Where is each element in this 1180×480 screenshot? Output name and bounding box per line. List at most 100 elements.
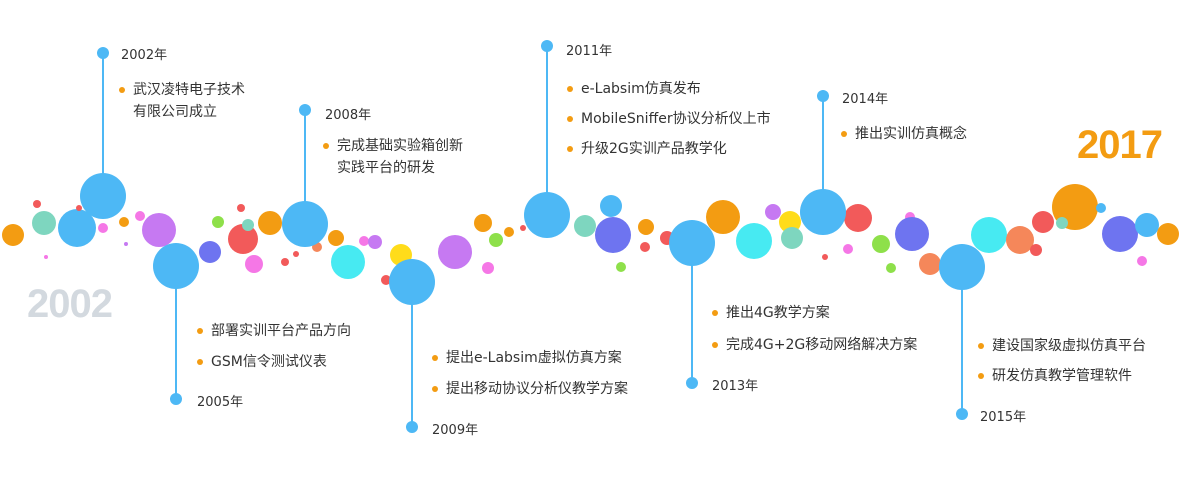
stem-layer: [80, 40, 985, 433]
decor-bubble: [616, 262, 626, 272]
decor-bubble: [781, 227, 803, 249]
item-line: MobileSniffer协议分析仪上市: [581, 111, 771, 127]
milestone-item: 完成基础实验箱创新 实践平台的研发: [323, 135, 463, 179]
decor-bubble: [1006, 226, 1034, 254]
decor-bubble: [76, 205, 82, 211]
milestone-node: [524, 192, 570, 238]
bullet-icon: [712, 342, 718, 348]
milestone-endpoint: [686, 377, 698, 389]
milestone-node: [282, 201, 328, 247]
milestone-node: [939, 244, 985, 290]
bullet-icon: [119, 87, 125, 93]
decor-bubble: [574, 215, 596, 237]
decor-bubble: [119, 217, 129, 227]
decor-bubble: [886, 263, 896, 273]
bullet-icon: [197, 328, 203, 334]
bullet-icon: [712, 310, 718, 316]
milestone-item: 升级2G实训产品教学化: [567, 138, 727, 160]
milestone-node: [153, 243, 199, 289]
decor-bubble: [600, 195, 622, 217]
decor-bubble: [359, 236, 369, 246]
decor-bubble: [258, 211, 282, 235]
decor-bubble: [895, 217, 929, 251]
decor-bubble: [919, 253, 941, 275]
decor-bubble: [595, 217, 631, 253]
decor-bubble: [381, 275, 391, 285]
item-line: 部署实训平台产品方向: [211, 323, 351, 339]
milestone-year-2005: 2005年: [197, 395, 244, 410]
milestone-endpoint: [299, 104, 311, 116]
decor-bubble: [1096, 203, 1106, 213]
item-line: 提出e-Labsim虚拟仿真方案: [446, 350, 622, 366]
decor-bubble: [135, 211, 145, 221]
bullet-icon: [567, 86, 573, 92]
end-year-label: 2017: [1077, 123, 1163, 167]
decor-bubble: [199, 241, 221, 263]
decor-bubble: [1056, 217, 1068, 229]
milestone-item: 提出移动协议分析仪教学方案: [432, 378, 628, 400]
item-line: GSM信令测试仪表: [211, 354, 327, 370]
decor-bubble: [438, 235, 472, 269]
milestone-endpoint: [97, 47, 109, 59]
decor-bubble: [32, 211, 56, 235]
decor-bubble: [1157, 223, 1179, 245]
milestone-item: 提出e-Labsim虚拟仿真方案: [432, 347, 622, 369]
milestone-item: 完成4G+2G移动网络解决方案: [712, 334, 917, 356]
milestone-item: 推出实训仿真概念: [841, 123, 967, 145]
item-line: 实践平台的研发: [337, 160, 435, 176]
decor-bubble: [331, 245, 365, 279]
decor-bubble: [98, 223, 108, 233]
decor-bubble: [44, 255, 48, 259]
bullet-icon: [978, 373, 984, 379]
item-line: 建设国家级虚拟仿真平台: [992, 338, 1146, 354]
decor-bubble: [765, 204, 781, 220]
item-line: 提出移动协议分析仪教学方案: [446, 381, 628, 397]
milestone-endpoint: [956, 408, 968, 420]
decor-bubble: [368, 235, 382, 249]
bullet-icon: [432, 355, 438, 361]
decor-bubble: [489, 233, 503, 247]
decor-bubble: [293, 251, 299, 257]
bullet-icon: [841, 131, 847, 137]
item-line: 有限公司成立: [133, 104, 217, 120]
milestone-item: e-Labsim仿真发布: [567, 78, 701, 100]
bullet-icon: [432, 386, 438, 392]
decor-bubble: [228, 224, 258, 254]
milestone-node: [80, 173, 126, 219]
decor-bubble: [124, 242, 128, 246]
decor-bubble: [1102, 216, 1138, 252]
milestone-year-2014: 2014年: [842, 92, 889, 107]
decor-bubble: [520, 225, 526, 231]
decor-bubble: [736, 223, 772, 259]
decor-bubble: [843, 244, 853, 254]
item-line: e-Labsim仿真发布: [581, 81, 701, 97]
item-line: 完成基础实验箱创新: [337, 138, 463, 154]
milestone-year-2008: 2008年: [325, 108, 372, 123]
bullet-icon: [567, 116, 573, 122]
decor-bubble: [245, 255, 263, 273]
milestone-year-2013: 2013年: [712, 379, 759, 394]
milestone-node: [669, 220, 715, 266]
item-line: 推出4G教学方案: [726, 305, 830, 321]
milestone-endpoint: [406, 421, 418, 433]
decor-bubble: [638, 219, 654, 235]
item-line: 武汉凌特电子技术: [133, 82, 245, 98]
decor-bubble: [142, 213, 176, 247]
milestone-node: [389, 259, 435, 305]
decor-bubble: [504, 227, 514, 237]
milestone-item: 推出4G教学方案: [712, 302, 830, 324]
decor-bubble: [872, 235, 890, 253]
milestone-year-2002: 2002年: [121, 48, 168, 63]
decor-bubble: [212, 216, 224, 228]
decor-bubble: [328, 230, 344, 246]
decor-bubble: [2, 224, 24, 246]
item-line: 推出实训仿真概念: [855, 126, 967, 142]
decor-bubble: [482, 262, 494, 274]
decor-bubble: [1030, 244, 1042, 256]
item-line: 升级2G实训产品教学化: [581, 141, 727, 157]
milestone-item: GSM信令测试仪表: [197, 351, 327, 373]
bullet-icon: [323, 143, 329, 149]
decor-bubble: [1137, 256, 1147, 266]
decor-bubble: [779, 211, 801, 233]
